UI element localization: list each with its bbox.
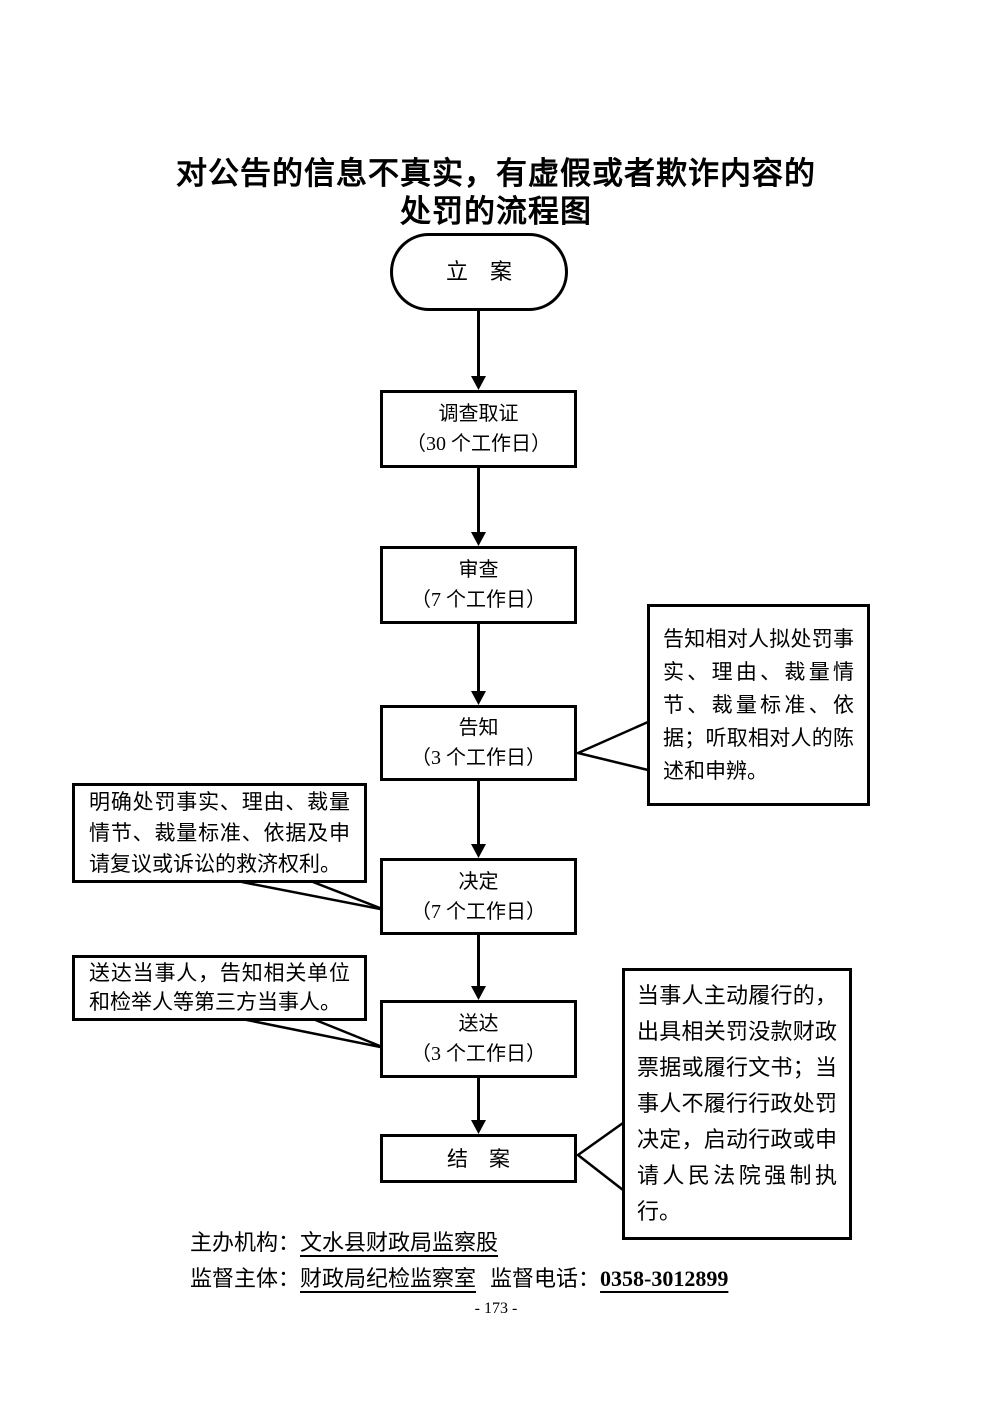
footer-organizer-value: 文水县财政局监察股	[300, 1230, 499, 1255]
flow-node-review-duration: （7 个工作日）	[411, 589, 546, 611]
flow-node-review: 审查 （7 个工作日）	[380, 546, 577, 624]
footer-organizer-line: 主办机构：文水县财政局监察股	[190, 1225, 728, 1261]
callout-close-note-text: 当事人主动履行的，出具相关罚没款财政票据或履行文书；当事人不履行行政处罚决定，启…	[637, 983, 837, 1224]
flow-node-notify-label: 告知	[458, 717, 499, 739]
flow-node-start-label: 立 案	[445, 259, 512, 284]
flow-node-decide-label: 决定	[458, 870, 499, 893]
footer-phone-label: 监督电话：	[490, 1266, 601, 1291]
callout-notify-note-text: 告知相对人拟处罚事实、理由、裁量情节、裁量标准、依据；听取相对人的陈述和申辨。	[663, 626, 854, 783]
flow-node-start: 立 案	[390, 233, 568, 311]
callout-pointer-notify	[574, 720, 649, 772]
page-title-line-1: 对公告的信息不真实，有虚假或者欺诈内容的	[176, 156, 816, 191]
callout-close-note: 当事人主动履行的，出具相关罚没款财政票据或履行文书；当事人不履行行政处罚决定，启…	[622, 968, 852, 1240]
callout-deliver-note: 送达当事人，告知相关单位和检举人等第三方当事人。	[72, 955, 367, 1021]
flow-node-decide-duration: （7 个工作日）	[411, 900, 546, 923]
flow-node-review-label: 审查	[458, 559, 499, 581]
flow-node-notify: 告知 （3 个工作日）	[380, 705, 577, 781]
flow-node-investigate: 调查取证 （30 个工作日）	[380, 390, 577, 468]
flow-node-deliver: 送达 （3 个工作日）	[380, 1000, 577, 1078]
flow-node-close: 结 案	[380, 1134, 577, 1183]
callout-decide-note: 明确处罚事实、理由、裁量情节、裁量标准、依据及申请复议或诉讼的救济权利。	[72, 783, 367, 883]
callout-notify-note: 告知相对人拟处罚事实、理由、裁量情节、裁量标准、依据；听取相对人的陈述和申辨。	[647, 604, 870, 806]
flow-node-close-label: 结 案	[447, 1146, 510, 1171]
footer-supervisor-label: 监督主体：	[190, 1266, 301, 1291]
flow-arrow-decide-to-deliver	[471, 935, 486, 1000]
page-title-line-2: 处罚的流程图	[400, 194, 592, 229]
flow-arrow-start-to-investigate	[471, 311, 486, 390]
page-number: - 173 -	[474, 1300, 518, 1317]
page-title: 对公告的信息不真实，有虚假或者欺诈内容的 处罚的流程图	[0, 155, 992, 231]
flow-arrow-investigate-to-review	[471, 468, 486, 546]
callout-pointer-deliver	[241, 1017, 386, 1050]
callout-pointer-close	[575, 1121, 624, 1191]
footer-info: 主办机构：文水县财政局监察股 监督主体：财政局纪检监察室监督电话：0358-30…	[190, 1225, 728, 1297]
flow-node-investigate-duration: （30 个工作日）	[406, 433, 551, 455]
callout-pointer-decide	[241, 880, 386, 912]
flow-node-decide: 决定 （7 个工作日）	[380, 858, 577, 935]
flow-arrow-review-to-notify	[471, 624, 486, 705]
flow-arrow-deliver-to-close	[471, 1078, 486, 1134]
flow-arrow-notify-to-decide	[471, 781, 486, 858]
flow-node-deliver-label: 送达	[458, 1013, 499, 1035]
flow-node-deliver-duration: （3 个工作日）	[411, 1043, 546, 1065]
footer-organizer-label: 主办机构：	[190, 1230, 301, 1255]
callout-decide-note-text: 明确处罚事实、理由、裁量情节、裁量标准、依据及申请复议或诉讼的救济权利。	[89, 789, 350, 876]
footer-phone-value: 0358-3012899	[600, 1266, 729, 1291]
flow-node-notify-duration: （3 个工作日）	[411, 747, 546, 769]
flow-node-investigate-label: 调查取证	[438, 403, 519, 425]
footer-supervisor-line: 监督主体：财政局纪检监察室监督电话：0358-3012899	[190, 1261, 728, 1297]
callout-deliver-note-text: 送达当事人，告知相关单位和检举人等第三方当事人。	[89, 961, 350, 1014]
footer-supervisor-value: 财政局纪检监察室	[300, 1266, 477, 1291]
